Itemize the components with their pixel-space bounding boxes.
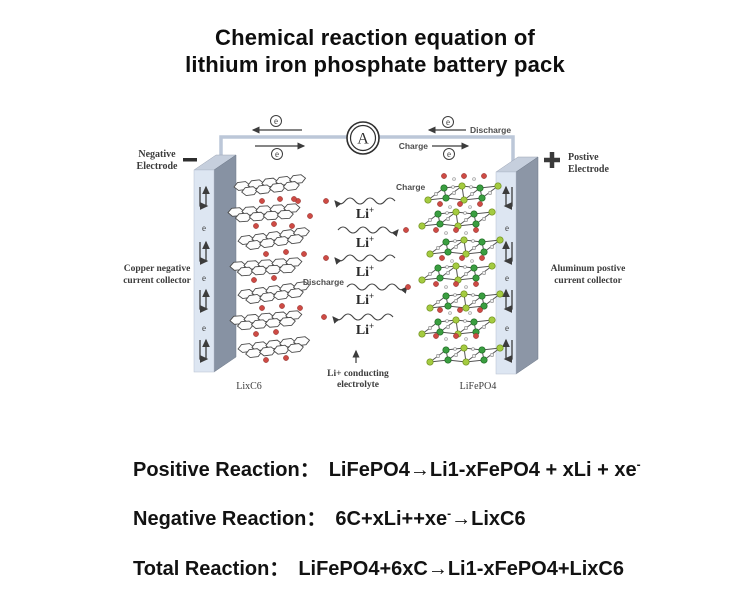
li-ion-label: Li+ xyxy=(356,263,374,280)
equation-text: 6C+xLi++xe xyxy=(335,508,448,531)
electron-label: e xyxy=(202,323,206,333)
lifepo4-lattice-stack xyxy=(418,182,504,366)
li-ion-label: Li+ xyxy=(356,234,374,251)
electron-flow-left: e e xyxy=(251,115,306,160)
svg-text:current collector: current collector xyxy=(123,276,191,286)
svg-text:Li+ conducting: Li+ conducting xyxy=(327,369,389,379)
anode-formula-label: LixC6 xyxy=(236,381,262,392)
li-ion-label: Li+ xyxy=(356,205,374,222)
svg-text:current collector: current collector xyxy=(554,276,622,286)
ammeter-label: A xyxy=(357,131,369,148)
electron-label: e xyxy=(202,223,206,233)
li-symbol: Li xyxy=(356,323,369,338)
electron-label: e xyxy=(505,223,509,233)
electron-label: e xyxy=(274,116,278,126)
electron-flow-right: e e xyxy=(427,116,470,160)
total-reaction-label: Total Reaction： xyxy=(133,557,290,580)
charge-label-top: Charge xyxy=(399,141,429,151)
electron-label: e xyxy=(275,149,279,159)
negative-reaction-label: Negative Reaction： xyxy=(133,508,327,531)
electron-label: e xyxy=(447,149,451,159)
plus-icon xyxy=(544,152,560,168)
electron-label: e xyxy=(505,323,509,333)
title-line-2: lithium iron phosphate battery pack xyxy=(185,52,565,77)
equation-text: LiFePO4+6xC→Li1-xFePO4+LixC6 xyxy=(298,557,624,580)
li-ion-label: Li+ xyxy=(356,291,374,308)
aluminum-collector-label: Aluminum postive current collector xyxy=(551,264,626,286)
positive-collector-electron-flow: e e e xyxy=(505,187,512,359)
equation-sup: - xyxy=(636,457,641,471)
positive-reaction-label: Positive Reaction： xyxy=(133,458,320,481)
electron-label: e xyxy=(505,273,509,283)
positive-electrode-label: Postive xyxy=(568,152,599,163)
li-ion-transport: Charge Discharge Li+ Li+ Li+ Li+ Li+ xyxy=(303,182,426,338)
title-line-1: Chemical reaction equation of xyxy=(215,25,535,50)
equation-sup: - xyxy=(447,506,452,521)
li-symbol: Li xyxy=(356,293,369,308)
li-ion-label: Li+ xyxy=(356,321,374,338)
ammeter: A xyxy=(346,121,380,155)
negative-electrode-label: Negative xyxy=(138,149,176,160)
positive-reaction-equation: LiFePO4→Li1-xFePO4 + xLi + xe- xyxy=(328,457,641,481)
negative-reaction-equation: 6C+xLi++xe-→LixC6 xyxy=(335,506,526,531)
reaction-equations: Positive Reaction： LiFePO4→Li1-xFePO4 + x… xyxy=(133,452,641,601)
li-symbol: Li xyxy=(356,265,369,280)
li-charge: + xyxy=(369,291,374,301)
li-charge: + xyxy=(369,234,374,244)
page-title: Chemical reaction equation of lithium ir… xyxy=(0,24,750,78)
minus-icon xyxy=(183,158,197,162)
equation-text: LiFePO4→Li1-xFePO4 + xLi + xe xyxy=(328,458,637,481)
positive-terminal: Postive Electrode xyxy=(544,152,609,175)
svg-text:Copper negative: Copper negative xyxy=(124,264,191,274)
battery-diagram: e e e e e e xyxy=(123,115,626,392)
li-symbol: Li xyxy=(356,207,369,222)
svg-text:Aluminum postive: Aluminum postive xyxy=(551,264,626,274)
discharge-label-mid: Discharge xyxy=(303,277,344,287)
cathode-formula-label: LiFePO4 xyxy=(460,381,497,392)
positive-reaction-row: Positive Reaction： LiFePO4→Li1-xFePO4 + x… xyxy=(133,452,641,482)
total-reaction-equation: LiFePO4+6xC→Li1-xFePO4+LixC6 xyxy=(298,558,624,580)
li-charge: + xyxy=(369,321,374,331)
total-reaction-row: Total Reaction： LiFePO4+6xC→Li1-xFePO4+Li… xyxy=(133,551,641,581)
copper-collector-label: Copper negative current collector xyxy=(123,264,191,286)
negative-reaction-row: Negative Reaction： 6C+xLi++xe-→LixC6 xyxy=(133,502,641,532)
equation-tail: →LixC6 xyxy=(451,508,526,531)
electron-label: e xyxy=(202,273,206,283)
electrolyte-label: Li+ conducting electrolyte xyxy=(327,349,389,390)
li-charge: + xyxy=(369,263,374,273)
charge-label-mid: Charge xyxy=(396,182,426,192)
positive-electrode-label: Electrode xyxy=(568,164,609,175)
negative-electrode-label: Electrode xyxy=(137,161,178,172)
li-charge: + xyxy=(369,205,374,215)
electron-label: e xyxy=(446,117,450,127)
battery-diagram-figure: e e e e e e xyxy=(120,105,630,410)
negative-terminal: Negative Electrode xyxy=(137,149,197,172)
discharge-label-top: Discharge xyxy=(470,125,511,135)
li-symbol: Li xyxy=(356,236,369,251)
svg-text:electrolyte: electrolyte xyxy=(337,380,379,390)
negative-collector-electron-flow: e e e xyxy=(200,187,207,359)
positive-electrode-slab xyxy=(495,156,539,375)
